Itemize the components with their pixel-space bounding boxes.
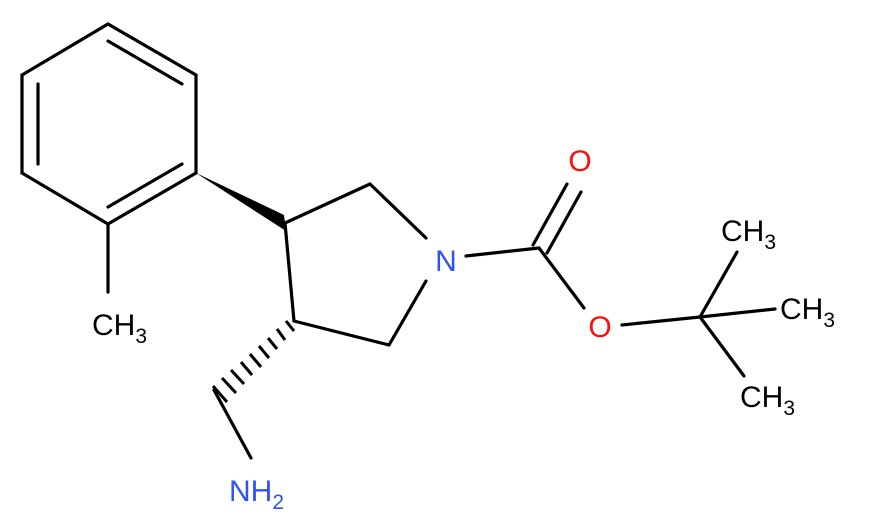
atom-label-amine: NH2 [229, 475, 284, 514]
atom-label-ester-oxygen: O [588, 311, 611, 344]
bond-c5-c4 [292, 319, 391, 347]
bond-carbonyl-c-ester-o [537, 246, 586, 310]
atom-label-methyl-top: CH3 [721, 215, 776, 254]
atom-label-methyl-bottom: CH3 [740, 381, 795, 420]
methyl-top-symbol: CH [721, 215, 764, 248]
atom-label-carbonyl-oxygen: O [568, 145, 591, 178]
bond-tbu-methyl-top [698, 250, 739, 319]
hash-8 [220, 376, 238, 395]
bond-benzene-1 [106, 22, 198, 77]
bond-ch2-nh2 [212, 388, 253, 460]
hash-3 [266, 337, 279, 350]
bond-benzene-1-inner [106, 39, 184, 86]
bond-carbonyl-double-a [531, 182, 569, 247]
atom-label-methyl-middle: CH3 [780, 293, 835, 332]
methyl-bottom-subscript: 3 [783, 397, 795, 420]
bond-tbu-methyl-middle [698, 307, 777, 319]
methyl-bottom-symbol: CH [740, 381, 783, 414]
bond-ester-o-tbu [620, 315, 702, 327]
hash-2 [275, 328, 287, 341]
bond-tbu-methyl-bottom [698, 315, 746, 378]
bond-n1-c5 [387, 279, 428, 347]
hash-9 [211, 385, 229, 403]
hash-4 [257, 345, 271, 359]
aryl-methyl-subscript: 3 [135, 325, 147, 348]
hash-7 [229, 368, 246, 386]
aryl-methyl-symbol: CH [92, 309, 135, 342]
bond-benzene-3-inner [106, 162, 184, 209]
methyl-middle-subscript: 3 [823, 309, 835, 332]
atom-label-ring-nitrogen: N [435, 245, 457, 278]
hashed-wedge-bond-aminomethyl [211, 320, 296, 403]
wedge-bond-aryl [196, 173, 286, 231]
bond-benzene-3 [106, 171, 198, 226]
bond-benzene-4 [20, 171, 110, 226]
atom-label-aryl-methyl: CH3 [92, 309, 147, 348]
methyl-top-subscript: 3 [764, 231, 776, 254]
methyl-middle-symbol: CH [780, 293, 823, 326]
hash-1 [284, 320, 296, 332]
bond-benzene-6 [20, 22, 110, 77]
bond-c2-n1 [368, 182, 428, 240]
bond-c3-c2 [283, 182, 372, 225]
hash-5 [248, 353, 263, 368]
bond-n1-carbonyl-c [464, 246, 541, 258]
bond-lines [20, 22, 777, 460]
amine-symbol: NH [229, 475, 272, 508]
bond-c4-c3 [283, 221, 296, 323]
amine-subscript: 2 [272, 491, 284, 514]
hash-6 [239, 361, 254, 376]
bond-carbonyl-double-b [545, 190, 583, 255]
